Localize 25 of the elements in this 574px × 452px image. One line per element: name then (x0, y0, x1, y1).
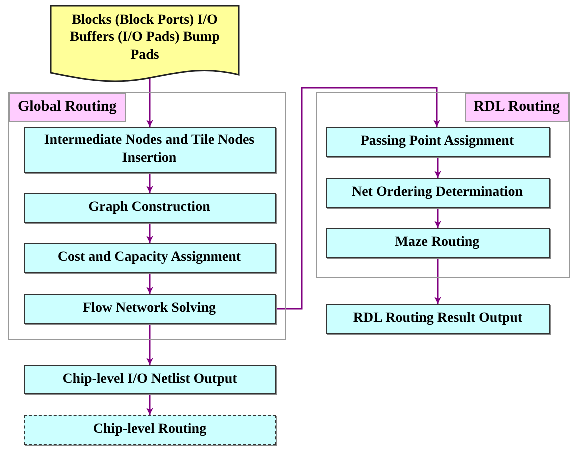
group-frame (316, 92, 570, 278)
process-box: Chip-level Routing (24, 415, 276, 445)
process-box: Graph Construction (24, 192, 276, 222)
arrow (146, 324, 154, 365)
process-box: Net Ordering Determination (326, 178, 550, 208)
process-box: Flow Network Solving (24, 294, 276, 324)
arrow (276, 87, 440, 310)
arrow (146, 173, 154, 193)
section-tab: Global Routing (9, 93, 126, 122)
arrow (434, 157, 442, 178)
section-tab: RDL Routing (464, 93, 569, 122)
process-box: Passing Point Assignment (326, 126, 550, 156)
arrow (434, 258, 442, 304)
process-box: Intermediate Nodes and Tile Nodes Insertion (24, 126, 276, 172)
arrow (146, 394, 154, 415)
arrow (146, 223, 154, 243)
process-box: RDL Routing Result Output (326, 304, 550, 334)
process-box: Cost and Capacity Assignment (24, 242, 276, 272)
arrow (146, 273, 154, 294)
group-frame (8, 92, 286, 340)
process-box: Chip-level I/O Netlist Output (24, 365, 276, 394)
process-box: Maze Routing (326, 228, 550, 258)
arrow (146, 77, 154, 127)
document-shape: Blocks (Block Ports) I/O Buffers (I/O Pads) Bump Pads (50, 5, 240, 85)
arrow (434, 208, 442, 228)
